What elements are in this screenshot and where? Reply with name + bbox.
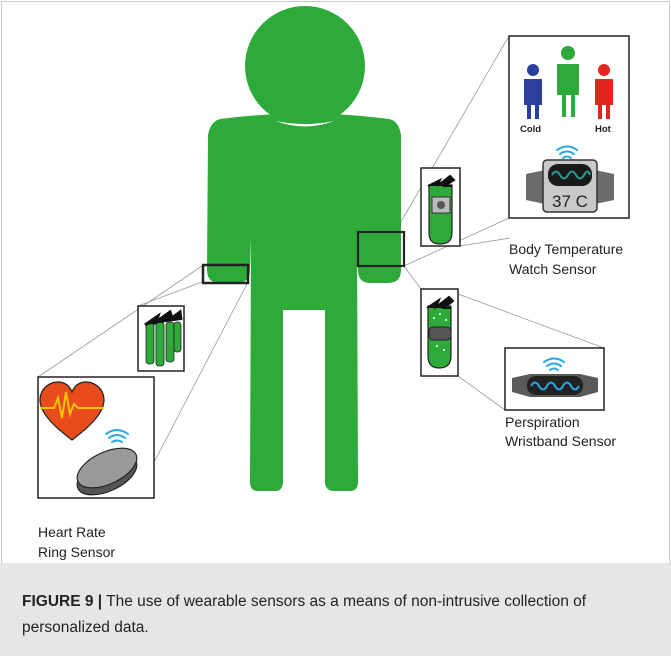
hot-label: Hot [595,124,612,135]
ring-zoom-panel [137,305,185,372]
perspiration-label-line2: Wristband Sensor [505,433,616,449]
ring-icon [76,447,138,496]
watch-zoom-panel [420,167,461,247]
hot-person-icon [595,64,613,119]
diagram: Cold Hot 37 C [1,1,670,564]
heart-rate-panel [37,376,155,499]
body-temperature-label-line1: Body Temperature [509,241,623,257]
wristband-wave [530,381,580,391]
wifi-icon [556,145,578,159]
caption-text: The use of wearable sensors as a means o… [22,593,587,636]
pulse-line [40,391,104,419]
body-temperature-label-line2: Watch Sensor [509,261,597,277]
caption-label: FIGURE 9 | [22,593,103,610]
perspiration-zoom-panel [420,288,459,377]
perspiration-label-line1: Perspiration [505,414,580,430]
wifi-icon [543,357,565,371]
perspiration-band-panel [504,347,605,411]
figure-caption: FIGURE 9 | The use of wearable sensors a… [0,563,671,656]
watch-wave [551,170,591,180]
left-wrist-highlight [201,263,250,285]
cold-label: Cold [520,124,541,135]
body-temperature-panel: Cold Hot 37 C [508,35,630,219]
person-neck-notch [276,121,334,127]
heart-rate-label-line1: Heart Rate [38,524,106,540]
person-figure [207,6,401,491]
wifi-icon [105,429,129,443]
right-wrist-highlight [356,230,406,268]
heart-rate-label-line2: Ring Sensor [38,544,115,560]
person-body [207,113,401,491]
person-head [245,6,365,126]
cold-person-icon [524,64,542,119]
neutral-person-icon [557,46,579,117]
temperature-reading: 37 C [552,192,588,211]
